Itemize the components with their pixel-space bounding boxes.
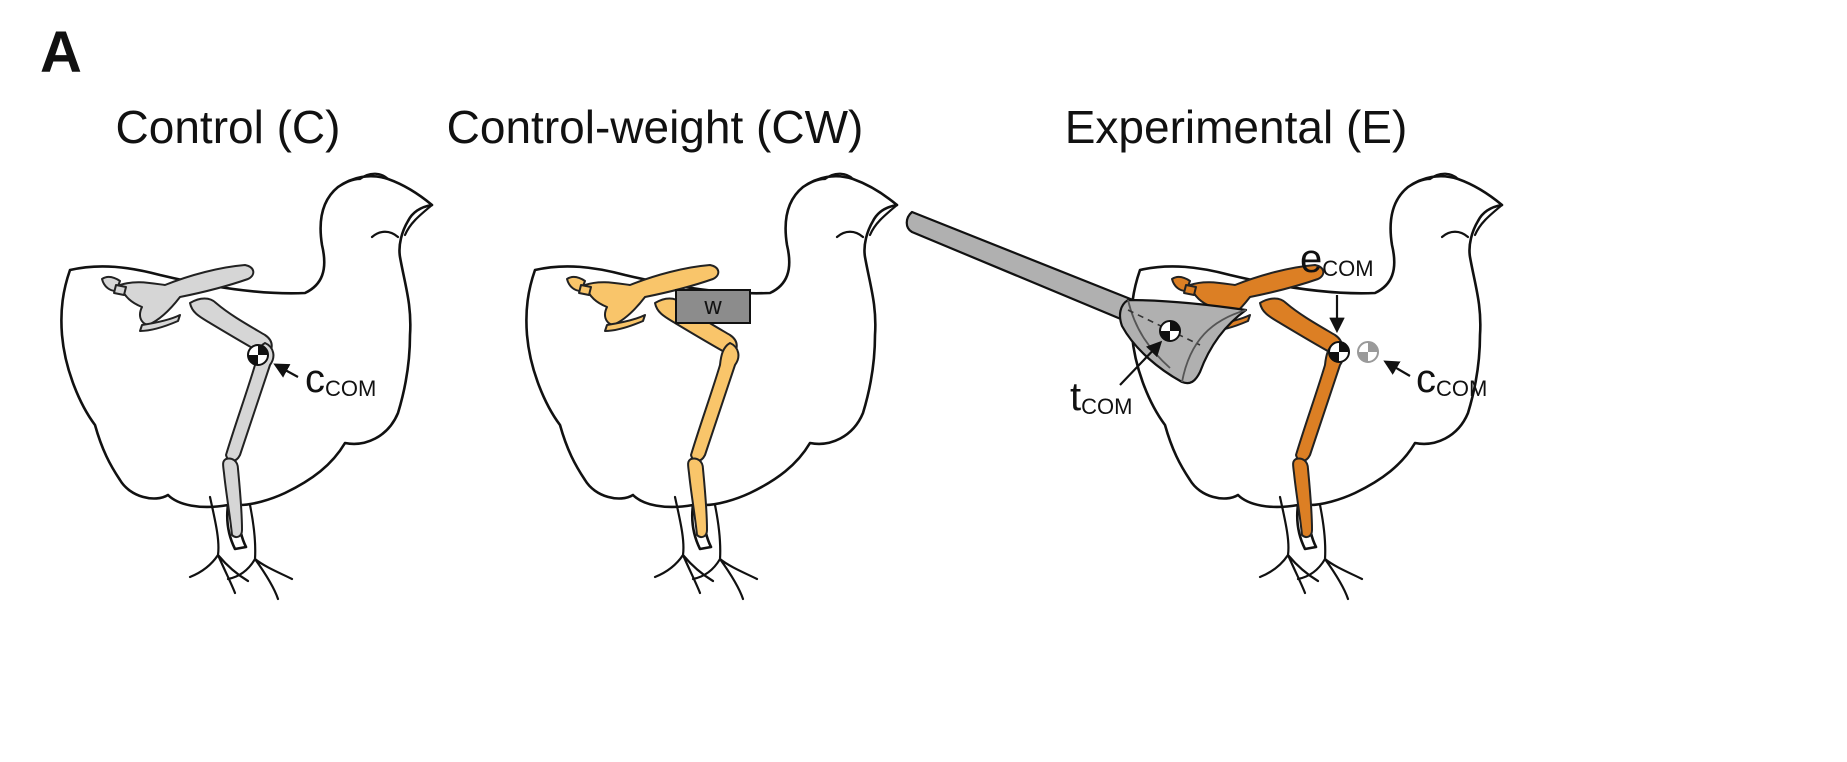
c-com-arrow <box>1383 360 1411 377</box>
panel-title-control: Control (C) <box>116 101 341 153</box>
chicken-control-weight <box>525 172 899 601</box>
weight-label: w <box>703 293 722 320</box>
com-marker-control <box>247 344 269 366</box>
com-label-control: cCOM <box>305 357 376 401</box>
exp-com-label: eCOM <box>1300 237 1374 281</box>
tail-prosthesis-inner <box>1127 299 1247 383</box>
tail-com-label: tCOM <box>1070 375 1132 419</box>
tail-com-arrow <box>1119 340 1163 386</box>
panel-title-control-weight: Control-weight (CW) <box>447 101 864 153</box>
panel-title-experimental: Experimental (E) <box>1065 101 1408 153</box>
panel-control: Control (C) cCOM <box>60 101 434 601</box>
com-arrow-control <box>273 363 299 378</box>
com-marker-experimental <box>1328 341 1350 363</box>
panel-experimental: Experimental (E) tCOM eCOM cCOM <box>905 101 1504 601</box>
c-com-label-experimental: cCOM <box>1416 357 1487 401</box>
panel-letter: A <box>40 20 82 85</box>
com-marker-tail <box>1159 320 1181 342</box>
tail-rod <box>905 210 1140 324</box>
panel-control-weight: Control-weight (CW) w <box>447 101 899 601</box>
weight-block <box>675 289 751 324</box>
com-marker-control-ghost <box>1357 341 1379 363</box>
chicken-control <box>60 172 434 601</box>
tail-dash <box>1127 309 1201 346</box>
